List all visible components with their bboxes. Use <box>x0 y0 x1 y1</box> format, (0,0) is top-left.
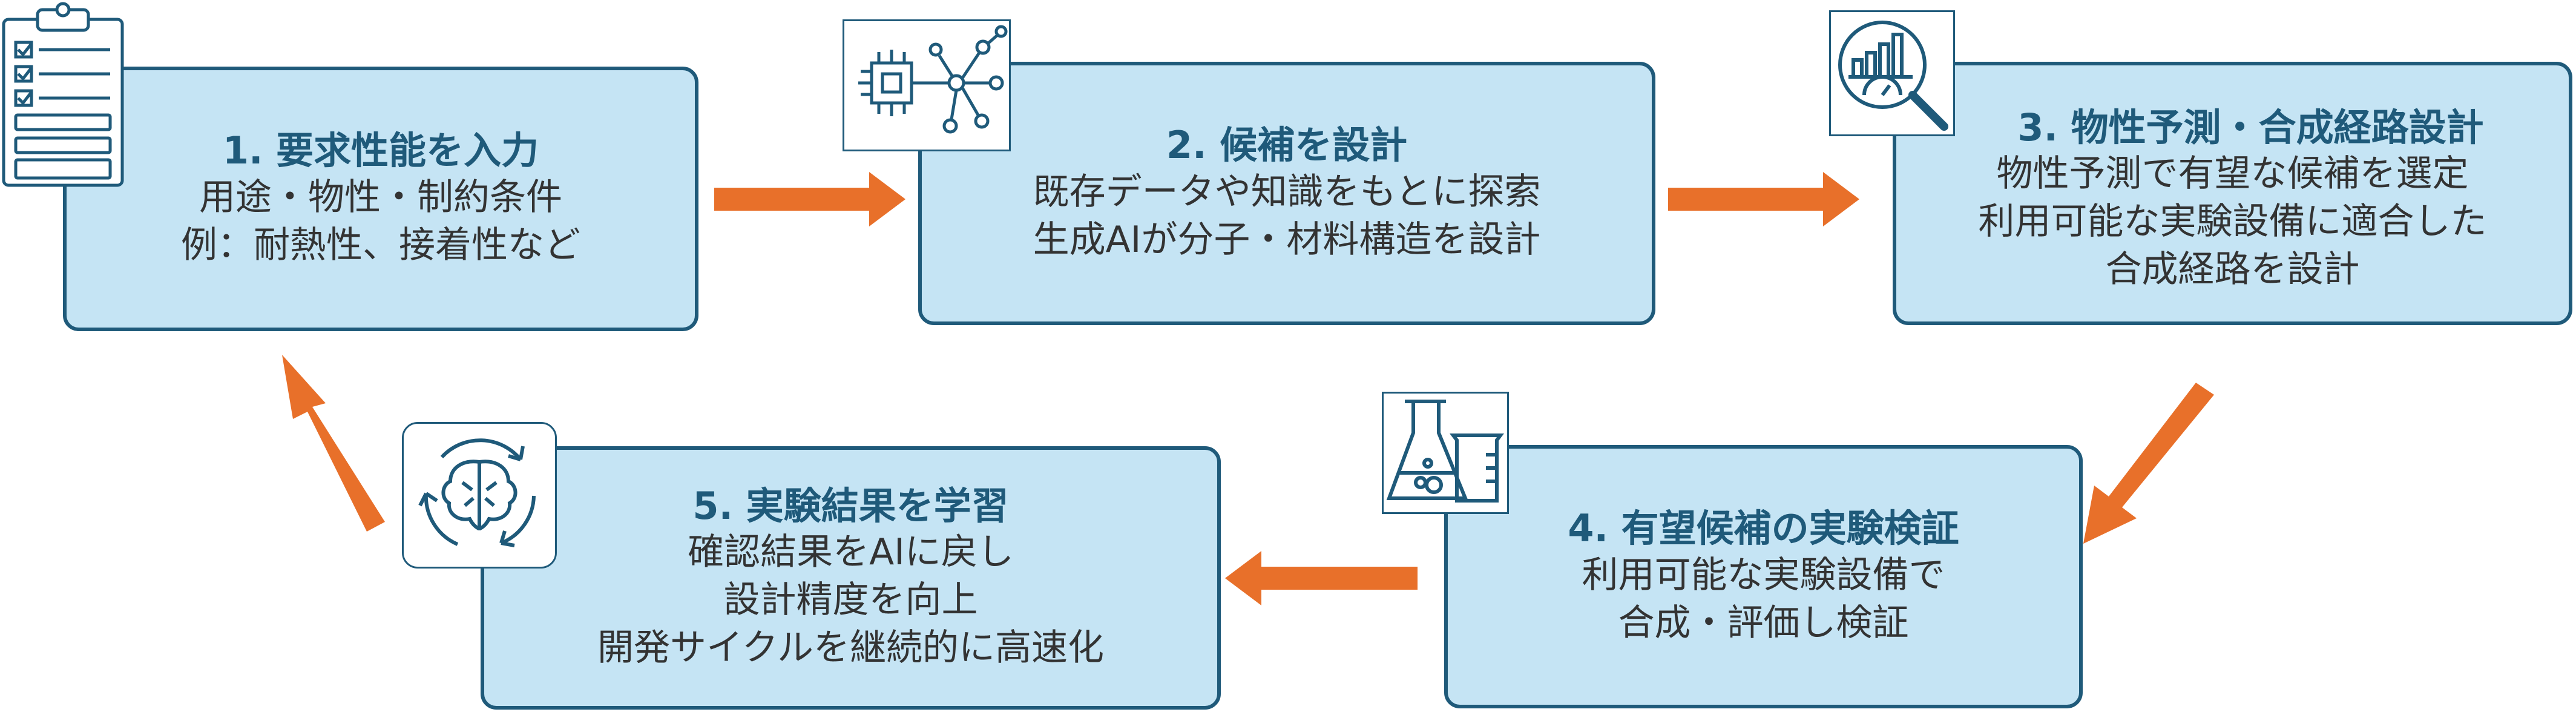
arrow-step5-to-step1 <box>282 355 385 532</box>
step-5-line-2: 設計精度を向上 <box>723 579 978 622</box>
step-5-line-1: 確認結果をAIに戻し <box>688 530 1014 573</box>
arrow-step3-to-step4 <box>2083 383 2214 544</box>
step-2-line-2: 生成AIが分子・材料構造を設計 <box>1033 218 1541 261</box>
step-3-box: 3. 物性予測・合成経路設計 物性予測で有望な候補を選定 利用可能な実験設備に適… <box>1893 62 2572 325</box>
magnifier-chart-icon <box>1838 21 1948 131</box>
step-5-box: 5. 実験結果を学習 確認結果をAIに戻し 設計精度を向上 開発サイクルを継続的… <box>481 446 1221 710</box>
arrow-step1-to-step2 <box>714 172 905 226</box>
step-1-line-2: 例：耐熱性、接着性など <box>181 223 580 266</box>
step-3-title: 3. 物性予測・合成経路設計 <box>2017 105 2484 150</box>
step-4-box: 4. 有望候補の実験検証 利用可能な実験設備で 合成・評価し検証 <box>1444 445 2083 708</box>
step-2-line-1: 既存データや知識をもとに探索 <box>1033 170 1541 213</box>
lab-flask-beaker-icon <box>1386 400 1504 503</box>
step-2-title: 2. 候補を設計 <box>1166 123 1408 168</box>
brain-cycle-icon <box>418 438 536 547</box>
step-4-line-2: 合成・評価し検証 <box>1618 601 1909 644</box>
step-1-box: 1. 要求性能を入力 用途・物性・制約条件 例：耐熱性、接着性など <box>63 67 698 331</box>
step-4-title: 4. 有望候補の実験検証 <box>1568 506 1959 551</box>
arrow-step4-to-step5 <box>1225 551 1418 605</box>
step-1-line-1: 用途・物性・制約条件 <box>199 176 562 219</box>
clipboard-checklist-icon <box>2 2 124 187</box>
step-3-line-2: 利用可能な実験設備に適合した <box>1978 200 2487 243</box>
step-4-line-1: 利用可能な実験設備で <box>1582 553 1945 596</box>
step-2-box: 2. 候補を設計 既存データや知識をもとに探索 生成AIが分子・材料構造を設計 <box>918 62 1655 325</box>
step-3-line-1: 物性予測で有望な候補を選定 <box>1996 152 2469 195</box>
step-5-title: 5. 実験結果を学習 <box>692 483 1009 528</box>
ai-chip-network-icon <box>858 25 1008 134</box>
arrow-step2-to-step3 <box>1668 172 1859 226</box>
step-5-line-3: 開発サイクルを継続的に高速化 <box>597 627 1104 670</box>
step-1-title: 1. 要求性能を入力 <box>222 128 539 173</box>
step-3-line-3: 合成経路を設計 <box>2105 248 2360 291</box>
